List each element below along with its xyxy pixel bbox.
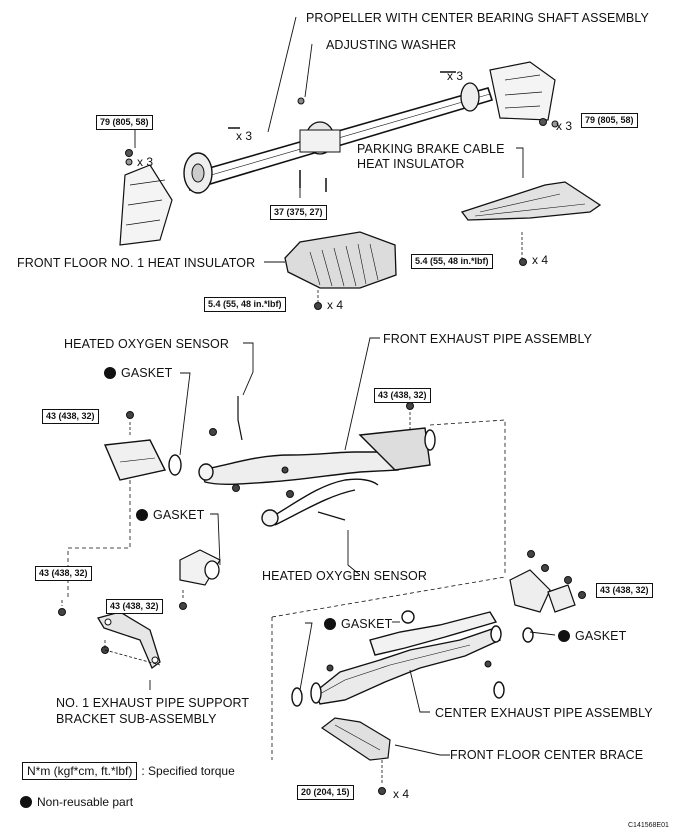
qty-brake-insulator-bolts: x 4 xyxy=(532,253,549,267)
label-front-floor-insulator: FRONT FLOOR NO. 1 HEAT INSULATOR xyxy=(17,256,256,270)
legend-torque-box: N*m (kgf*cm, ft.*lbf) xyxy=(22,762,138,780)
torque-bracket-left: 43 (438, 32) xyxy=(35,566,92,581)
label-parking-brake-insulator-line1: PARKING BRAKE CABLE xyxy=(357,142,505,156)
qty-brace-bolts: x 4 xyxy=(393,787,410,801)
legend-nonreusable-text: Non-reusable part xyxy=(37,795,134,809)
torque-exhaust-left-top: 43 (438, 32) xyxy=(42,409,99,424)
label-parking-brake-insulator-line2: HEAT INSULATOR xyxy=(357,157,465,171)
label-gasket-2: GASKET xyxy=(136,508,204,522)
label-adjusting-washer: ADJUSTING WASHER xyxy=(326,38,457,52)
propeller-shaft-drawing xyxy=(119,61,559,246)
torque-floor-insulator: 5.4 (55, 48 in.*lbf) xyxy=(204,297,286,312)
front-exhaust-pipe-drawing xyxy=(103,396,436,527)
torque-bracket-mid: 43 (438, 32) xyxy=(106,599,163,614)
label-front-floor-brace: FRONT FLOOR CENTER BRACE xyxy=(450,748,644,762)
torque-brake-insulator: 5.4 (55, 48 in.*lbf) xyxy=(411,254,493,269)
qty-floor-insulator-bolts: x 4 xyxy=(327,298,344,312)
label-support-bracket-line1: NO. 1 EXHAUST PIPE SUPPORT xyxy=(56,696,250,710)
torque-center-bearing: 37 (375, 27) xyxy=(270,205,327,220)
label-gasket-4: GASKET xyxy=(558,629,626,643)
qty-propeller-front-nuts: x 3 xyxy=(137,155,154,169)
torque-center-pipe-right: 43 (438, 32) xyxy=(596,583,653,598)
nonreusable-dot-icon xyxy=(104,367,116,379)
label-center-exhaust-pipe: CENTER EXHAUST PIPE ASSEMBLY xyxy=(435,706,653,720)
nonreusable-dot-icon xyxy=(136,509,148,521)
label-gasket-1: GASKET xyxy=(104,366,172,380)
qty-propeller-rear-nuts: x 3 xyxy=(556,119,573,133)
nonreusable-dot-icon xyxy=(324,618,336,630)
label-support-bracket-line2: BRACKET SUB-ASSEMBLY xyxy=(56,712,217,726)
qty-propeller-rear-bolts: x 3 xyxy=(447,69,464,83)
torque-propeller-left: 79 (805, 58) xyxy=(96,115,153,130)
nonreusable-dot-icon xyxy=(558,630,570,642)
label-propeller-shaft: PROPELLER WITH CENTER BEARING SHAFT ASSE… xyxy=(306,11,649,25)
torque-exhaust-right-top: 43 (438, 32) xyxy=(374,388,431,403)
label-front-exhaust-pipe: FRONT EXHAUST PIPE ASSEMBLY xyxy=(383,332,593,346)
figure-code: C141568E01 xyxy=(628,822,669,829)
legend-torque: N*m (kgf*cm, ft.*lbf): Specified torque xyxy=(22,762,235,780)
torque-propeller-right: 79 (805, 58) xyxy=(581,113,638,128)
label-gasket-3: GASKET xyxy=(324,617,392,631)
qty-propeller-front-bolts: x 3 xyxy=(236,129,253,143)
label-heated-o2-sensor-bottom: HEATED OXYGEN SENSOR xyxy=(262,569,427,583)
nonreusable-dot-icon xyxy=(20,796,32,808)
torque-brace: 20 (204, 15) xyxy=(297,785,354,800)
legend-nonreusable: Non-reusable part xyxy=(20,795,133,809)
label-heated-o2-sensor-top: HEATED OXYGEN SENSOR xyxy=(64,337,229,351)
legend-torque-text: : Specified torque xyxy=(141,764,235,778)
center-exhaust-pipe-drawing xyxy=(291,610,534,707)
